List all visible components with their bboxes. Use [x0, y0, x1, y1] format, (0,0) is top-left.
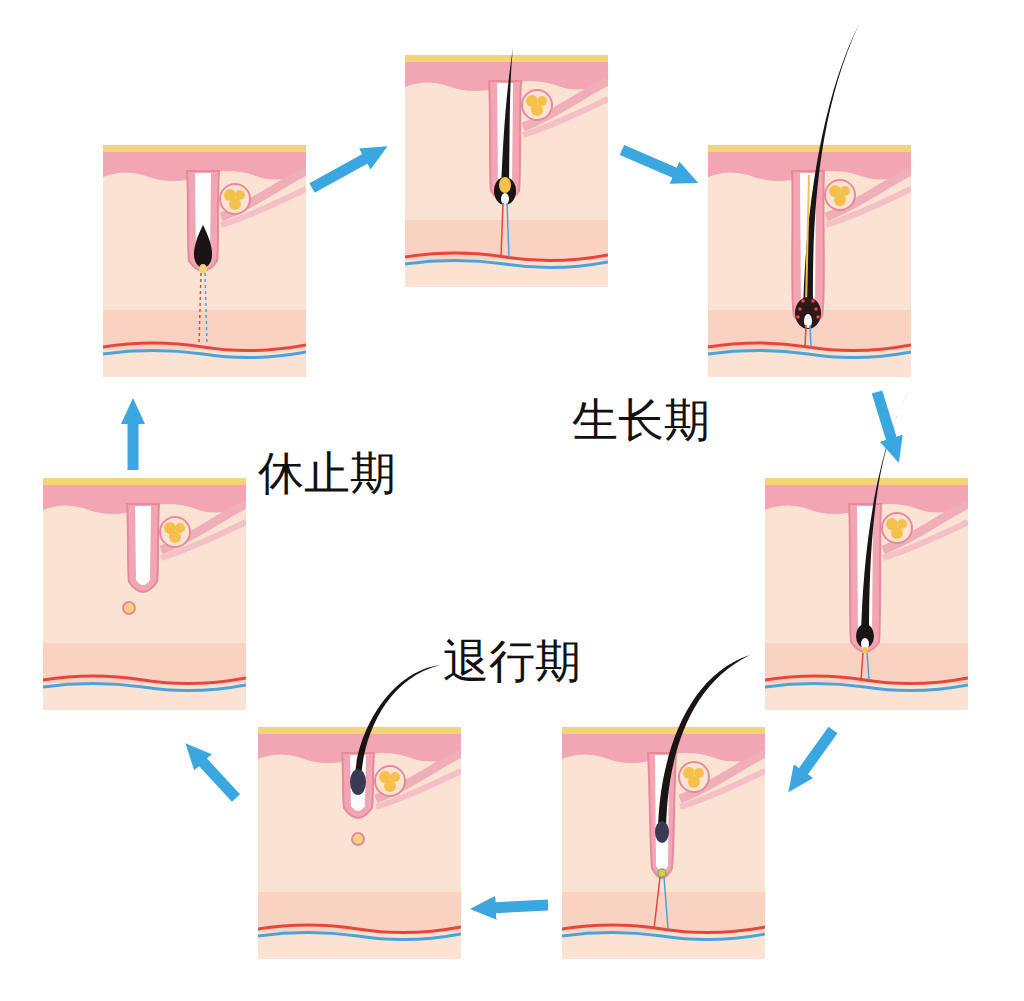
- stage-label-text: 生长期: [570, 393, 712, 447]
- stage-label-text: 退行期: [441, 634, 583, 688]
- panel-catagen-early: [562, 655, 765, 959]
- stage-label-text: 休止期: [256, 446, 398, 500]
- panel-telogen: [43, 478, 246, 710]
- stage-label: 退行期: [441, 636, 583, 687]
- panel-late-anagen: [765, 385, 968, 710]
- panel-anagen-full: [708, 22, 911, 377]
- panel-catagen-late: [258, 665, 461, 959]
- stage-label: 生长期: [570, 395, 712, 446]
- panel-anagen-emerging: [405, 48, 608, 287]
- cycle-arrows: [133, 150, 893, 908]
- panel-early-anagen: [103, 145, 306, 377]
- stage-label: 休止期: [256, 448, 398, 499]
